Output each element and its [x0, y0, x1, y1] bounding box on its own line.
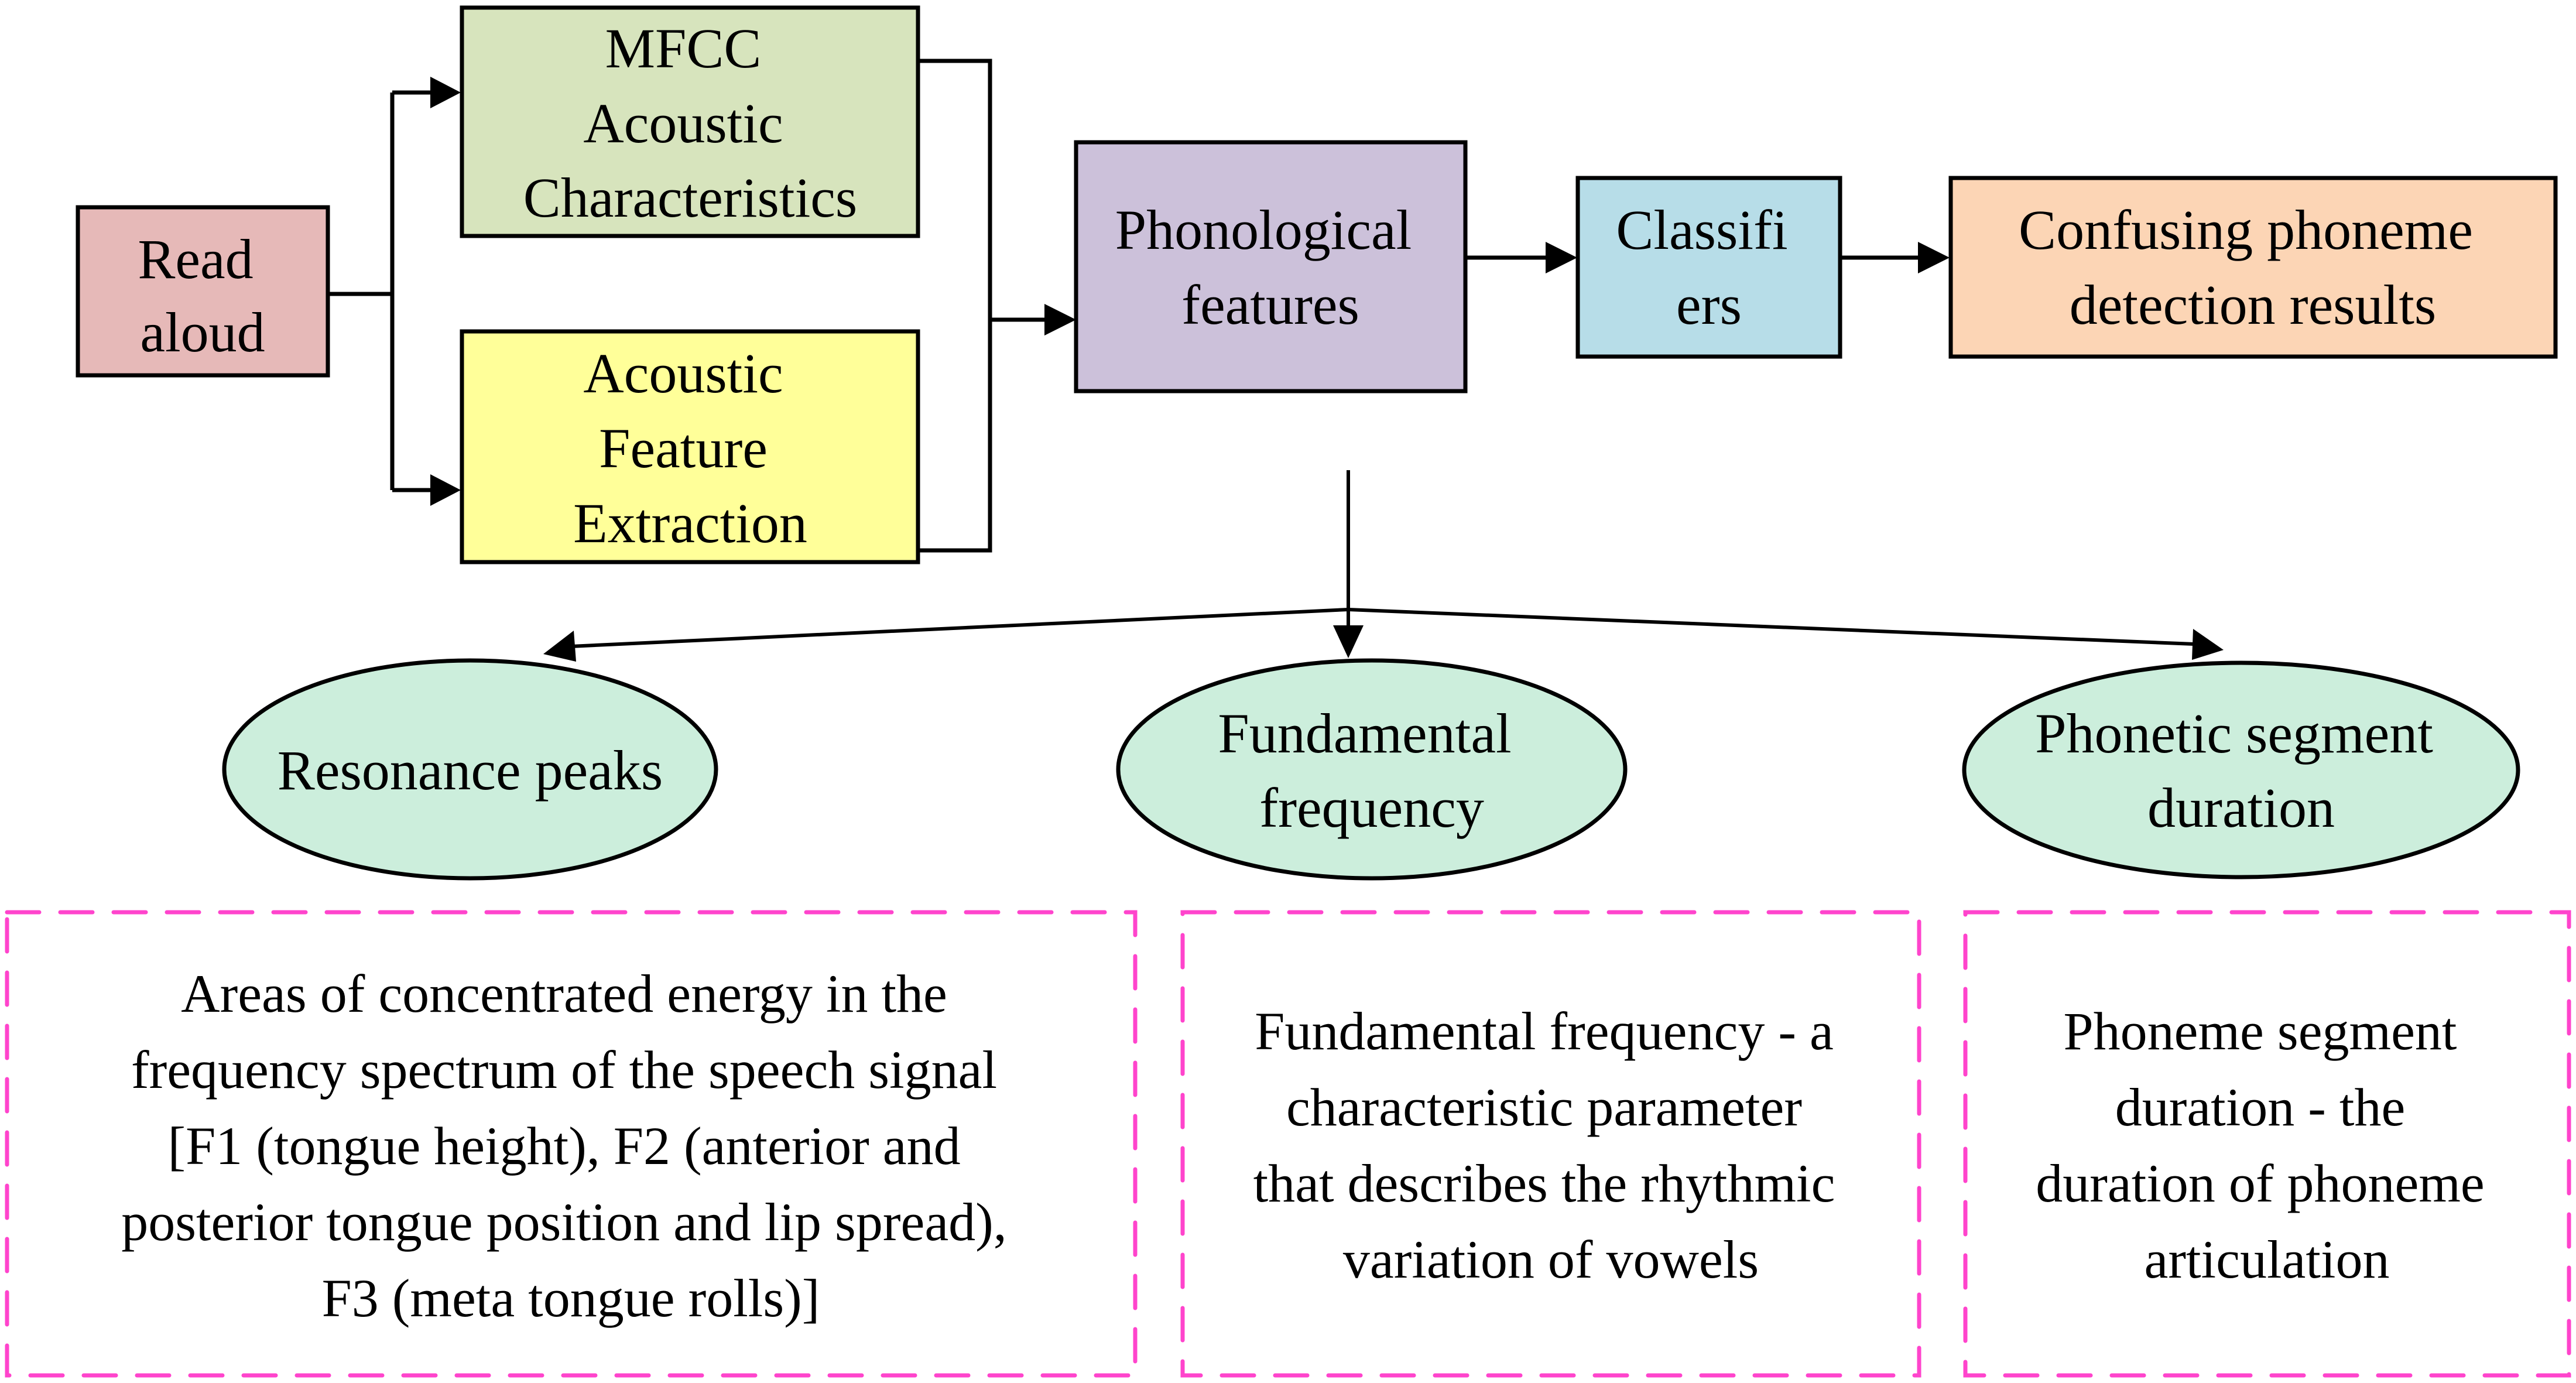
results-box — [1948, 176, 2558, 359]
description-box — [5, 910, 1138, 1378]
description-resonance-peaks: Areas of concentrated energy in the freq… — [5, 910, 1138, 1378]
arrowhead-to-phonetic — [2192, 629, 2224, 660]
description-line: articulation — [2145, 1230, 2390, 1289]
read-aloud-line: aloud — [140, 301, 265, 364]
description-box — [1180, 910, 1921, 1378]
results-label: Confusing phoneme detection results — [2019, 198, 2487, 336]
phonological-line: features — [1181, 273, 1359, 336]
node-classifiers: Classifi ers — [1575, 176, 1842, 359]
description-line: [F1 (tongue height), F2 (anterior and — [167, 1116, 960, 1176]
node-mfcc: MFCC Acoustic Characteristics — [460, 5, 920, 238]
acoustic-extraction-box — [460, 329, 920, 564]
feature-fundamental-frequency: Fundamental frequency — [1116, 658, 1628, 881]
acoustic-extraction-line: Acoustic — [583, 342, 783, 405]
phonetic-segment-duration-line: duration — [2147, 776, 2335, 839]
feature-phonetic-segment-duration: Phonetic segment duration — [1962, 660, 2520, 879]
acoustic-extraction-line: Feature — [599, 417, 768, 480]
fundamental-frequency-label: Fundamental frequency — [1218, 702, 1525, 839]
phonetic-segment-duration-ellipse — [1962, 660, 2520, 879]
resonance-peaks-label: Resonance peaks — [278, 739, 663, 802]
description-line: posterior tongue position and lip spread… — [121, 1192, 1007, 1252]
arrowhead-to-fundamental — [1333, 625, 1364, 658]
classifiers-line: ers — [1676, 273, 1742, 336]
description-line: F3 (meta tongue rolls)] — [322, 1268, 820, 1328]
resonance-peaks-ellipse — [222, 658, 718, 881]
arrowhead-to-acoustic — [430, 474, 461, 506]
fundamental-frequency-line: Fundamental — [1218, 702, 1511, 765]
classifiers-box — [1575, 176, 1842, 359]
phonological-line: Phonological — [1115, 198, 1412, 261]
description-line: frequency spectrum of the speech signal — [131, 1040, 997, 1100]
phonetic-segment-duration-label: Phonetic segment duration — [2035, 702, 2447, 839]
fundamental-frequency-line: frequency — [1259, 776, 1484, 839]
node-read-aloud: Read aloud — [76, 205, 330, 378]
connectors — [328, 59, 2224, 662]
description-text: Areas of concentrated energy in the freq… — [121, 964, 1020, 1328]
description-text: Fundamental frequency - a characteristic… — [1253, 1001, 1849, 1289]
description-line: duration of phoneme — [2036, 1153, 2484, 1213]
description-text: Phoneme segment duration - the duration … — [2036, 1001, 2498, 1289]
description-line: Areas of concentrated energy in the — [181, 964, 947, 1023]
connector-to-phonetic — [1348, 608, 2195, 646]
read-aloud-label: Read aloud — [138, 228, 267, 364]
arrowhead-to-mfcc — [430, 77, 461, 108]
description-line: duration - the — [2115, 1077, 2406, 1137]
results-line: detection results — [2070, 273, 2436, 336]
phonological-label: Phonological features — [1115, 198, 1426, 336]
arrowhead-to-phonological — [1044, 304, 1076, 336]
read-aloud-line: Read — [138, 228, 253, 290]
classifiers-label: Classifi ers — [1616, 198, 1801, 336]
acoustic-extraction-label: Acoustic Feature Extraction — [573, 342, 807, 554]
connector-to-resonance — [570, 608, 1349, 648]
description-fundamental-frequency: Fundamental frequency - a characteristic… — [1180, 910, 1921, 1378]
mfcc-line: Characteristics — [523, 166, 857, 229]
description-line: characteristic parameter — [1286, 1077, 1802, 1137]
description-box — [1963, 910, 2571, 1378]
arrowhead-to-resonance — [543, 631, 576, 662]
resonance-peaks-line: Resonance peaks — [278, 739, 663, 802]
results-line: Confusing phoneme — [2019, 198, 2473, 261]
classifiers-line: Classifi — [1616, 198, 1787, 261]
mfcc-line: Acoustic — [583, 92, 783, 155]
arrowhead-to-results — [1918, 242, 1950, 273]
description-line: Fundamental frequency - a — [1255, 1001, 1834, 1061]
description-line: that describes the rhythmic — [1253, 1153, 1835, 1213]
phonological-box — [1074, 140, 1468, 393]
description-line: Phoneme segment — [2064, 1001, 2457, 1061]
acoustic-extraction-line: Extraction — [573, 492, 807, 554]
feature-resonance-peaks: Resonance peaks — [222, 658, 718, 881]
description-phonetic-segment-duration: Phoneme segment duration - the duration … — [1963, 910, 2571, 1378]
node-acoustic-feature-extraction: Acoustic Feature Extraction — [460, 329, 920, 564]
connector-mfcc-merge — [918, 59, 992, 553]
fundamental-frequency-ellipse — [1116, 658, 1628, 881]
arrowhead-to-classifiers — [1546, 242, 1577, 273]
mfcc-label: MFCC Acoustic Characteristics — [523, 17, 857, 229]
read-aloud-box — [76, 205, 330, 378]
node-phonological-features: Phonological features — [1074, 140, 1468, 393]
mfcc-box — [460, 5, 920, 238]
node-detection-results: Confusing phoneme detection results — [1948, 176, 2558, 359]
phonetic-segment-duration-line: Phonetic segment — [2035, 702, 2433, 765]
mfcc-line: MFCC — [605, 17, 762, 80]
description-line: variation of vowels — [1343, 1230, 1759, 1289]
